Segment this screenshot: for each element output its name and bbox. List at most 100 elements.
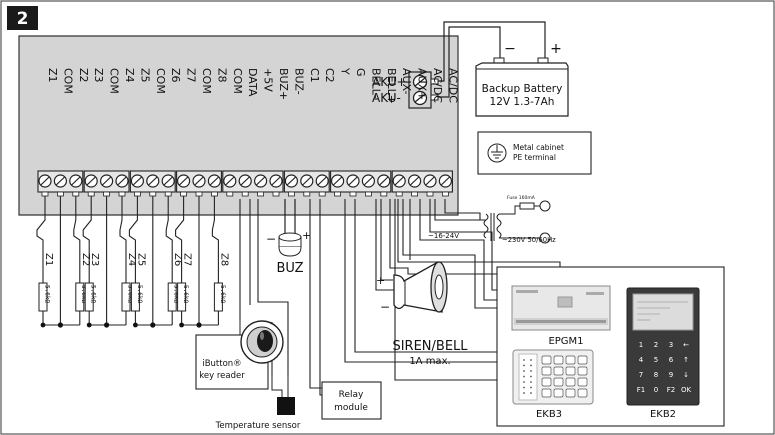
siren-plus: + (376, 274, 385, 287)
transformer-low-voltage: ~16-24V (428, 232, 459, 240)
terminal-strip (37, 170, 453, 197)
relay-module-box (321, 381, 382, 420)
terminal-label: AC/DC (446, 68, 459, 103)
terminal-screw (300, 174, 314, 197)
terminal-label: COM (154, 68, 167, 94)
resistor-label: 5.6kΩ (80, 285, 87, 303)
buzzer (278, 199, 302, 257)
resistor-label: 5.6kΩ (182, 285, 189, 303)
terminal-block (330, 170, 392, 193)
terminal-pin (103, 191, 110, 197)
terminal-screw (223, 174, 237, 197)
battery-title: Backup Battery (482, 83, 563, 95)
terminal-screw (331, 174, 345, 197)
zone-label: Z5 (135, 253, 146, 266)
terminal-label: Z4 (123, 68, 136, 83)
ekb2-label: EKB2 (650, 409, 676, 420)
ekb3-key (553, 366, 564, 376)
ibutton-line1: iButton® (202, 359, 241, 369)
battery-wires (438, 21, 546, 98)
control-panel-board (18, 35, 459, 216)
junction-dot (40, 322, 46, 328)
resistor-label: 5.6kΩ (219, 285, 226, 303)
terminal-pin (41, 191, 49, 197)
terminal-label: COM (200, 68, 213, 94)
zone-wire (82, 196, 92, 283)
terminal-label: AUX- (400, 68, 413, 95)
terminal-label: COM (231, 68, 244, 94)
terminal-pin (210, 191, 218, 197)
terminal-label: +5V (262, 68, 275, 92)
junction-dot (179, 322, 185, 328)
terminal-label: AUX+ (416, 68, 429, 100)
terminal-pin (395, 191, 403, 197)
terminal-label: DATA (246, 68, 259, 97)
ekb3-key (577, 377, 588, 387)
relay-line2: module (334, 403, 368, 413)
terminal-label: Y (339, 67, 352, 75)
terminal-label: BELL+ (385, 68, 398, 104)
led-dot (530, 359, 532, 361)
screw-slot (255, 176, 266, 186)
terminal-screw (254, 174, 268, 197)
terminal-screw (408, 174, 422, 197)
ekb3-key (565, 388, 576, 398)
terminal-pin (318, 191, 326, 197)
terminal-screw (284, 174, 298, 197)
led-dot (523, 392, 525, 394)
terminal-label: Z7 (185, 68, 198, 83)
ekb2-key: F2 (667, 386, 675, 394)
ekb3-key (541, 377, 552, 387)
pe-line1: Metal cabinet (513, 143, 564, 152)
ekb2-key: F1 (637, 386, 645, 394)
terminal-pin (164, 191, 172, 197)
terminal-screw (115, 174, 129, 197)
zone-label: Z7 (182, 253, 193, 266)
terminal-screw (238, 174, 252, 197)
zone-wire (165, 196, 173, 283)
ekb3-key (553, 377, 564, 387)
terminal-block (391, 170, 453, 193)
buzzer-label: BUZ (276, 261, 303, 276)
terminal-pin (195, 191, 203, 197)
terminal-screw (53, 174, 68, 197)
terminal-label: C1 (308, 68, 321, 83)
temperature-sensor-label: Temperature sensor (215, 421, 301, 431)
terminal-pin (380, 191, 388, 197)
siren-rating: 1A max. (409, 356, 450, 367)
ekb3-key (565, 377, 576, 387)
terminal-label: Z8 (215, 68, 228, 83)
ekb2-key: 7 (639, 371, 643, 379)
ekb3-key (577, 388, 588, 398)
ekb2-key: ↓ (683, 371, 689, 379)
ekb3-key (541, 366, 552, 376)
backup-battery (475, 57, 569, 117)
junction-dot (86, 322, 92, 328)
zone-label: Z8 (218, 253, 229, 266)
zone-label: Z3 (89, 253, 100, 266)
aku-screw-pos (412, 74, 428, 90)
aku-screw-neg (412, 90, 428, 106)
ekb3-key (565, 355, 576, 365)
terminal-label: COM (61, 68, 74, 94)
terminal-label: Z2 (77, 68, 90, 83)
junction-dot (150, 322, 156, 328)
screw-slot (117, 176, 127, 186)
ekb3-key (577, 355, 588, 365)
screw-slot (71, 176, 81, 186)
terminal-pin (57, 191, 64, 197)
pe-line2: PE terminal (513, 153, 556, 162)
ekb3-key (565, 366, 576, 376)
terminal-label: Z5 (138, 68, 151, 83)
zone-wire (73, 196, 81, 283)
terminal-pin (334, 191, 342, 197)
battery-minus-sign: − (504, 41, 516, 57)
zone-wiring: 5.6kΩZ15.6kΩZ25.6kΩZ35.6kΩZ45.6kΩZ55.6kΩ… (36, 196, 229, 328)
screw-slot (302, 176, 312, 186)
screw-slot (194, 176, 204, 186)
terminal-screw (346, 174, 360, 197)
screw-slot (240, 176, 250, 186)
terminal-pin (441, 191, 449, 197)
zone-label: Z6 (172, 253, 183, 266)
pe-terminal-box (477, 131, 592, 175)
